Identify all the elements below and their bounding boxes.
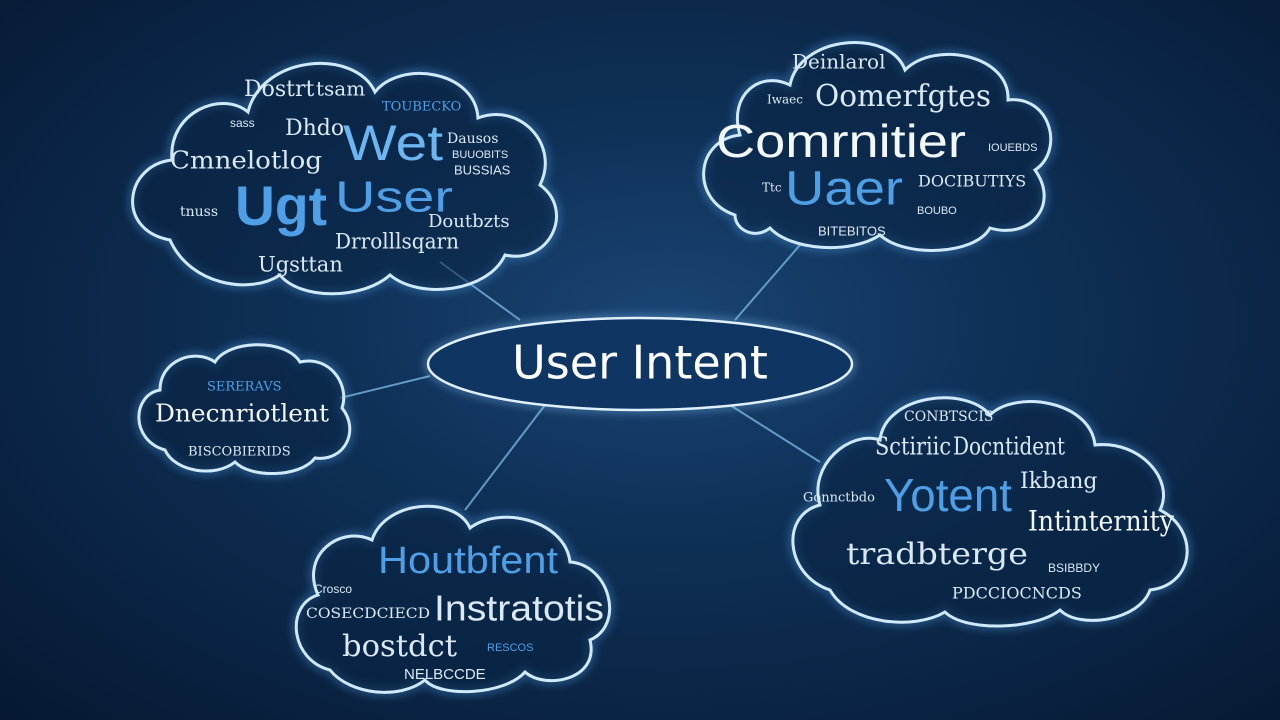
cloud-word: Cmnelotlog bbox=[170, 147, 322, 175]
cloud-word: Uaer bbox=[785, 163, 903, 216]
cloud-word: Gonnctbdo bbox=[803, 491, 875, 506]
cloud-word: TOUBECKO bbox=[382, 100, 461, 115]
cloud-word: tradbterge bbox=[846, 537, 1028, 572]
cloud-word: DOCIBUTIYS bbox=[918, 172, 1026, 191]
cloud-bottom: Houtbfent Crosco COSECDCIECD Instratotis… bbox=[291, 501, 615, 698]
cloud-right: CONBTSCIS Sctiriic Docntident Ikbang Gon… bbox=[787, 392, 1193, 631]
cloud-word: IOUEBDS bbox=[988, 142, 1038, 154]
connector-right bbox=[729, 404, 821, 463]
cloud-left: SERERAVS Dnecnriotlent BISCOBIERIDS bbox=[133, 339, 355, 479]
cloud-word: BITEBITOS bbox=[818, 223, 886, 238]
cloud-word: Intinternity bbox=[1028, 505, 1174, 538]
connector-top-right bbox=[734, 244, 801, 321]
cloud-word: RESCOS bbox=[487, 642, 533, 654]
cloud-word: Dausos bbox=[447, 131, 498, 147]
cloud-word: Dnecnriotlent bbox=[155, 400, 329, 428]
connector-left bbox=[339, 375, 431, 399]
cloud-word: tsam bbox=[316, 77, 365, 101]
cloud-word: PDCCIOCNCDS bbox=[952, 584, 1082, 603]
center-node: User Intent bbox=[423, 313, 857, 415]
cloud-word: BUSSIAS bbox=[454, 162, 511, 177]
cloud-word: Crosco bbox=[314, 582, 352, 596]
cloud-word: tnuss bbox=[180, 204, 218, 220]
cloud-word: BSIBBDY bbox=[1048, 561, 1100, 575]
cloud-word: bostdct bbox=[342, 629, 457, 664]
cloud-top-right: Deinlarol Iwaec Oomerfgtes Comrnitier IO… bbox=[698, 37, 1056, 256]
cloud-word: CONBTSCIS bbox=[904, 409, 994, 425]
cloud-word: BUUOBITS bbox=[452, 149, 508, 161]
cloud-word: COSECDCIECD bbox=[306, 606, 430, 622]
cloud-word: Instratotis bbox=[434, 588, 604, 629]
cloud-word: Sctiriic bbox=[875, 433, 951, 461]
cloud-word: Doutbzts bbox=[428, 211, 510, 232]
cloud-word: Oomerfgtes bbox=[815, 79, 991, 114]
cloud-word: Houtbfent bbox=[378, 540, 558, 582]
cloud-word: Comrnitier bbox=[716, 115, 966, 167]
cloud-word: Deinlarol bbox=[792, 50, 885, 74]
cloud-word: sass bbox=[230, 116, 255, 130]
connector-bottom bbox=[464, 404, 546, 511]
cloud-word: Ugsttan bbox=[258, 253, 343, 277]
cloud-word: Ugt bbox=[235, 174, 327, 237]
cloud-word: Yotent bbox=[884, 469, 1012, 521]
cloud-word: Dostrt bbox=[244, 77, 315, 102]
cloud-top-left: Dostrt tsam TOUBECKO sass Dhdo Wet Dauso… bbox=[127, 58, 562, 299]
cloud-word: Ikbang bbox=[1020, 469, 1097, 494]
cloud-word: SERERAVS bbox=[207, 380, 282, 395]
cloud-word: Drrolllsqarn bbox=[335, 230, 459, 254]
cloud-word: BISCOBIERIDS bbox=[188, 445, 291, 460]
center-label: User Intent bbox=[512, 336, 768, 390]
cloud-word: Docntident bbox=[953, 433, 1065, 461]
cloud-word: BOUBO bbox=[917, 205, 957, 217]
cloud-word: Iwaec bbox=[767, 93, 803, 107]
cloud-word: NELBCCDE bbox=[404, 666, 486, 683]
cloud-word: User bbox=[335, 173, 453, 222]
cloud-word: Wet bbox=[343, 115, 443, 171]
cloud-word: Ttc bbox=[762, 181, 782, 195]
cloud-word: Dhdo bbox=[285, 116, 344, 141]
